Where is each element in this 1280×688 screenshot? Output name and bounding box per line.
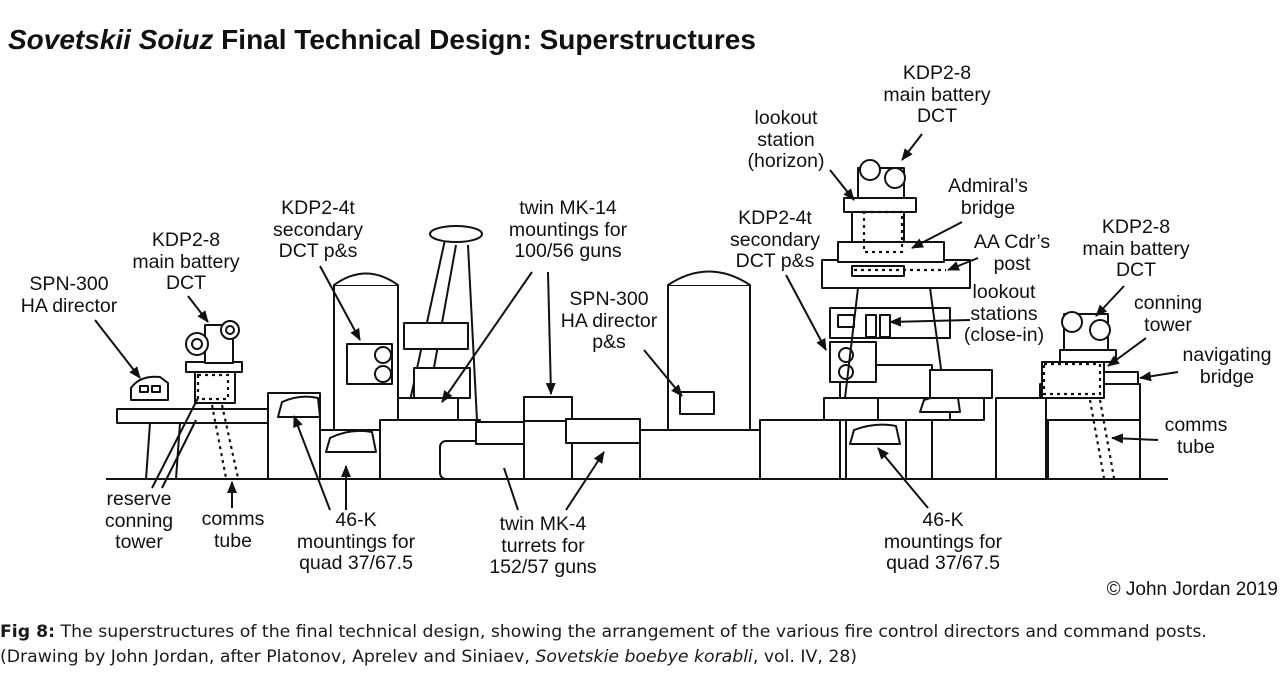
label-mk14: twin MK-14 mountings for 100/56 guns [508,197,628,262]
leader-aa-cdr [947,257,979,271]
label-kdp28-left: KDP2-8 main battery DCT [132,229,240,294]
caption-text-1: The superstructures of the final technic… [0,622,1207,667]
label-reserve-conning: reserve conning tower [104,488,174,553]
leader-k46-left-1 [293,415,331,511]
figure-title-ship-name: Sovetskii Soiuz [8,24,214,55]
aa-mount-forward [277,395,321,418]
spn300-director-mid [679,391,715,415]
leader-navigating-bridge [1139,371,1179,382]
foremast-top [429,225,483,243]
leader-kdp24t-right [785,274,827,351]
superstructure-drawing [94,133,1179,511]
comms-tube-left [210,404,228,479]
leader-kdp28-left [187,295,209,323]
admirals-bridge [837,241,945,263]
leader-spn300-left [94,319,141,379]
spn300-director-left [130,375,169,401]
label-navigating-bridge: navigating bridge [1182,344,1272,388]
caption-book-title: Sovetskie boebye korabli [535,647,753,667]
leader-conning-tower [1107,337,1147,367]
label-k46-left: 46-K mountings for quad 37/67.5 [296,509,416,574]
caption-fig-number: Fig 8: [0,622,56,642]
label-kdp28-right: KDP2-8 main battery DCT [1082,216,1190,281]
figure-title-rest: Final Technical Design: Superstructures [213,24,756,55]
aa-mount-aft [849,423,901,445]
conning-tower [1041,361,1105,399]
label-comms-tube-right: comms tube [1164,414,1228,458]
leader-spn300-mid [643,349,683,397]
caption-text-2: , vol. IV, 28) [752,647,858,667]
label-kdp28-top: KDP2-8 main battery DCT [883,62,991,127]
leader-mk4-line [503,467,519,511]
leader-lookout-horizon [829,169,855,201]
leader-reserve-conning-1 [151,397,199,489]
label-comms-tube-left: comms tube [201,508,265,552]
copyright: © John Jordan 2019 [1106,579,1278,600]
leader-kdp28-right [1095,285,1125,317]
label-aa-cdr: AA Cdr’s post [973,231,1051,275]
label-kdp24t-left: KDP2-4t secondary DCT p&s [273,197,363,262]
label-conning-tower: conning tower [1133,292,1203,336]
leader-mk14-1 [441,271,533,403]
leader-reserve-conning-2 [161,419,197,489]
label-lookout-closein: lookout stations (close-in) [963,281,1045,346]
navigating-bridge [1103,371,1139,385]
leader-mk14-2 [545,271,556,395]
label-spn300-mid: SPN-300 HA director p&s [560,288,658,353]
leader-admirals-bridge [911,221,963,249]
label-k46-right: 46-K mountings for quad 37/67.5 [883,509,1003,574]
leader-lookout-closein [889,316,971,327]
lookout-horizon [843,197,917,213]
leader-mk4 [565,451,605,511]
kdp24t-director-right [829,341,877,383]
figure-title: Sovetskii Soiuz Final Technical Design: … [8,24,756,56]
label-lookout-horizon: lookout station (horizon) [747,107,825,172]
label-kdp24t-right: KDP2-4t secondary DCT p&s [730,207,820,272]
label-admirals-bridge: Admiral’s bridge [948,175,1028,219]
leader-kdp28-top [901,133,923,161]
leader-kdp24t-left [319,265,361,341]
mk14-mount-mid [523,396,573,422]
leader-comms-tube-right [1111,433,1159,444]
figure-caption: Fig 8: The superstructures of the final … [0,620,1276,670]
leader-k46-right [877,447,929,509]
label-mk4: twin MK-4 turrets for 152/57 guns [489,513,597,578]
label-spn300-left: SPN-300 HA director [20,273,118,317]
